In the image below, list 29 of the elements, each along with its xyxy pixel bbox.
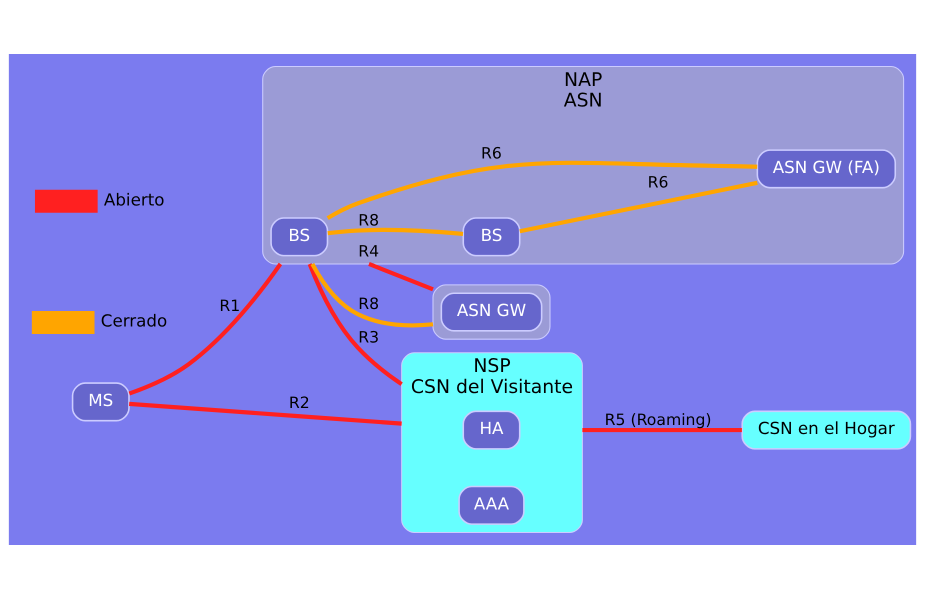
- node-box: ASN GW (FA): [756, 149, 896, 188]
- node-box: MS: [72, 382, 130, 422]
- cluster: [432, 284, 551, 340]
- connector: [368, 262, 434, 292]
- connector: [310, 262, 434, 328]
- legend-label: Cerrado: [100, 310, 168, 330]
- edge-label: R3: [358, 327, 380, 346]
- connector: [582, 428, 742, 432]
- connector: [328, 228, 464, 236]
- node-box: HA: [462, 410, 520, 450]
- connector: [519, 180, 758, 234]
- connector: [128, 262, 282, 396]
- edge-label: R4: [358, 242, 380, 261]
- node-box: BS: [462, 217, 520, 256]
- edge-label: R6: [648, 172, 669, 192]
- node-box: BS: [270, 217, 328, 256]
- edge-label: R6: [481, 143, 502, 162]
- edge-label: R5 (Roaming): [604, 410, 712, 429]
- edge-label: R8: [358, 210, 380, 230]
- edge-label: R8: [358, 294, 380, 313]
- node-box: ASN GW: [440, 292, 542, 332]
- connector: [326, 160, 758, 220]
- node-box: CSN en el Hogar: [741, 410, 912, 450]
- connector: [129, 402, 402, 426]
- node-box: AAA: [458, 486, 525, 525]
- connector: [308, 263, 403, 386]
- edge-label: R2: [288, 393, 310, 412]
- legend-label: Abierto: [104, 189, 165, 210]
- edge-label: R1: [219, 296, 240, 315]
